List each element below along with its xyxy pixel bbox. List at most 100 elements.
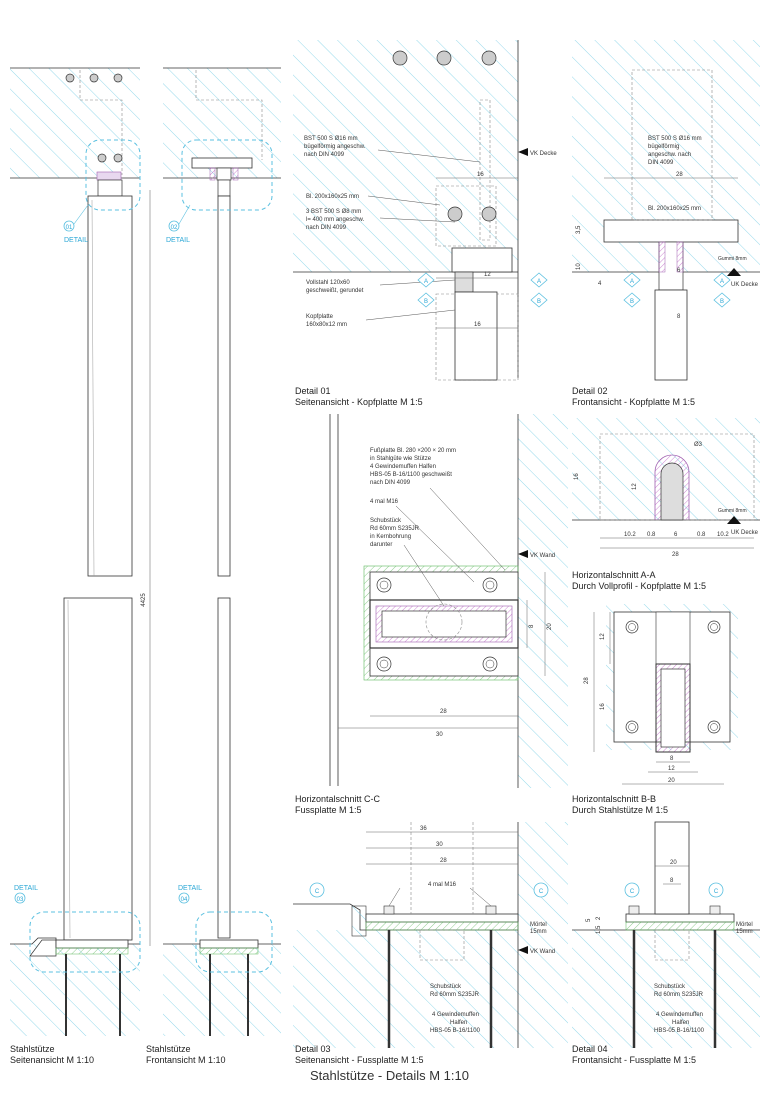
bb-dim: 20: [668, 778, 675, 784]
svg-text:A: A: [630, 279, 634, 285]
caption-detail-02: Detail 02 Frontansicht - Kopfplatte M 1:…: [572, 386, 696, 407]
height-dimension: 4425: [141, 593, 147, 607]
svg-text:B: B: [720, 299, 724, 305]
aa-dim: 28: [672, 552, 679, 558]
svg-text:A: A: [424, 279, 428, 285]
section-mark-a: A A: [417, 272, 548, 288]
d1-plate-label: Bl. 200x160x25 mm: [306, 194, 359, 200]
svg-text:B: B: [424, 299, 428, 305]
section-mark-b: B B: [623, 292, 731, 308]
section-b-b-drawing: 12 28 16 8 12 20: [584, 604, 738, 785]
aa-dim: 0.8: [697, 532, 706, 538]
d4-dim: 5: [586, 918, 592, 922]
bb-dim: 16: [600, 703, 606, 710]
d2-gummi-label: Gummi 8mm: [718, 256, 747, 262]
caption-detail-03: Detail 03 Seitenansicht - Fussplatte M 1…: [295, 1044, 424, 1065]
svg-text:A: A: [537, 279, 541, 285]
elevation-side: 01 DETAIL 4425 DETAIL 03: [10, 67, 151, 1036]
section-mark-c: C C: [624, 882, 724, 898]
d3-dim: 30: [436, 842, 443, 848]
d1-vk-decke: VK Decke: [530, 151, 557, 157]
d3-vk-wand: VK Wand: [530, 949, 555, 955]
aa-dim: 10.2: [624, 532, 636, 538]
caption-stahlstuetze-seitenansicht: Stahlstütze Seitenansicht M 1:10: [10, 1044, 95, 1065]
caption-detail-01: Detail 01 Seitenansicht - Kopfplatte M 1…: [295, 386, 423, 407]
section-c-c-drawing: 8 20 28 30 Fußplatte Bl. 280 ×200 × 20 m…: [329, 414, 568, 788]
d3-dim: 36: [420, 826, 427, 832]
bb-dim: 28: [584, 677, 590, 684]
aa-dim: 0.8: [647, 532, 656, 538]
bb-dim: 12: [668, 766, 675, 772]
sheet-title: Stahlstütze - Details M 1:10: [310, 1068, 469, 1083]
svg-text:C: C: [539, 889, 544, 895]
d2-dim: 10: [576, 263, 582, 270]
cc-vk-wand: VK Wand: [530, 553, 555, 559]
detail-marker-04-number: 04: [181, 897, 188, 903]
bb-dim: 12: [600, 633, 606, 640]
detail-marker-01-label: DETAIL: [64, 237, 88, 244]
detail-marker-02-label: DETAIL: [166, 237, 190, 244]
detail-marker-03-label: DETAIL: [14, 885, 38, 892]
section-a-a-drawing: Ø3 16 12 10.2 0.8 6 0.8 10.2 28 Gummi 8m…: [572, 418, 760, 558]
cc-m16-label: 4 mal M16: [370, 499, 399, 505]
d2-plate-label: Bl. 200x160x25 mm: [648, 206, 701, 212]
bb-dim: 8: [670, 756, 674, 762]
detail-marker-04-label: DETAIL: [178, 885, 202, 892]
d4-dim: 1,5: [596, 925, 602, 934]
detail-marker-01-number: 01: [66, 225, 73, 231]
caption-horizontalschnitt-b-b: Horizontalschnitt B-B Durch Stahlstütze …: [572, 794, 669, 815]
d2-dim: 3,5: [576, 225, 582, 234]
svg-text:B: B: [630, 299, 634, 305]
aa-dim: 6: [674, 532, 678, 538]
svg-text:B: B: [537, 299, 541, 305]
aa-uk-decke: UK Decke: [731, 530, 759, 536]
caption-horizontalschnitt-c-c: Horizontalschnitt C-C Fussplatte M 1:5: [295, 794, 381, 815]
cc-dim: 20: [547, 623, 553, 630]
aa-dim: 12: [632, 483, 638, 490]
d2-dim: 28: [676, 172, 683, 178]
svg-text:C: C: [714, 889, 719, 895]
d1-dim: 16: [474, 322, 481, 328]
detail-marker-03-number: 03: [17, 897, 24, 903]
elevation-front: 02 DETAIL DETAIL 04: [163, 67, 281, 1036]
d2-dim: 8: [677, 314, 681, 320]
d1-dim: 16: [477, 172, 484, 178]
cc-dim: 8: [529, 624, 535, 628]
aa-dim: 16: [574, 473, 580, 480]
d4-dim: 2: [596, 916, 602, 920]
section-mark-c: C C: [309, 882, 549, 898]
caption-detail-04: Detail 04 Frontansicht - Fussplatte M 1:…: [572, 1044, 697, 1065]
svg-text:C: C: [315, 889, 320, 895]
caption-stahlstuetze-frontansicht: Stahlstütze Frontansicht M 1:10: [146, 1044, 226, 1065]
aa-dim: 10.2: [717, 532, 729, 538]
svg-text:C: C: [630, 889, 635, 895]
d3-m16-label: 4 mal M16: [428, 882, 457, 888]
d2-dim: 4: [598, 281, 602, 287]
svg-text:A: A: [720, 279, 724, 285]
detail-marker-02-number: 02: [171, 225, 178, 231]
d1-dim: 12: [484, 272, 491, 278]
d4-dim: 8: [670, 878, 674, 884]
caption-horizontalschnitt-a-a: Horizontalschnitt A-A Durch Vollprofil -…: [572, 570, 707, 591]
cc-dim: 30: [436, 732, 443, 738]
aa-gummi-label: Gummi 8mm: [718, 508, 747, 514]
aa-dim: Ø3: [694, 442, 703, 448]
